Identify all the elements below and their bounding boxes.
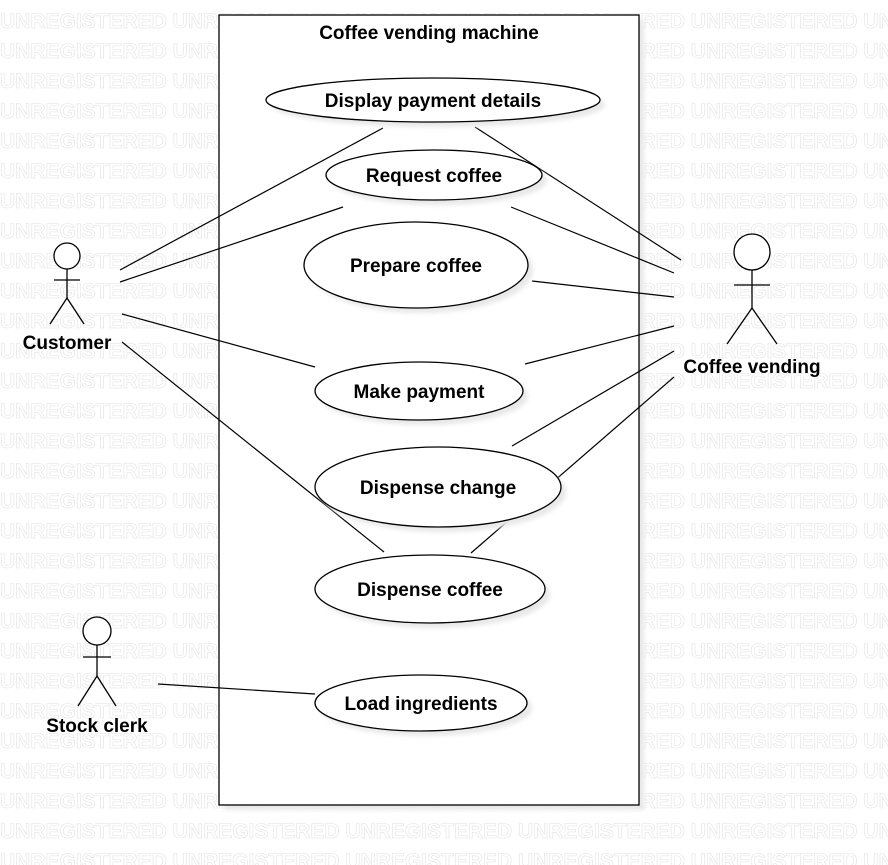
system-title: Coffee vending machine — [319, 23, 539, 44]
actor-customer[interactable] — [49, 242, 85, 325]
association-vending-prepare-coffee — [531, 280, 675, 298]
actor-customer-label: Customer — [23, 333, 112, 354]
actor-stock-clerk-right-leg — [96, 675, 117, 707]
association-customer-dispense-coffee — [121, 341, 385, 553]
association-clerk-load-ingredients — [157, 683, 316, 695]
actor-coffee-vending-head — [733, 233, 771, 271]
use-case-prepare-coffee-label: Prepare coffee — [350, 256, 482, 277]
use-case-dispense-change[interactable]: Dispense change — [314, 446, 566, 532]
actor-coffee-vending-right-leg — [751, 307, 778, 345]
associations — [119, 126, 682, 695]
use-case-dispense-coffee[interactable]: Dispense coffee — [314, 554, 550, 628]
actor-customer-right-leg — [66, 297, 85, 325]
actor-coffee-vending[interactable] — [726, 233, 778, 345]
use-case-prepare-coffee[interactable]: Prepare coffee — [303, 221, 533, 313]
actor-customer-head — [53, 242, 81, 270]
use-case-dispense-coffee-label: Dispense coffee — [357, 580, 503, 601]
association-vending-make-payment — [524, 325, 675, 365]
association-customer-request-coffee — [119, 206, 344, 283]
use-case-display-payment-label: Display payment details — [325, 91, 541, 112]
association-vending-dispense-change — [511, 350, 675, 447]
actor-stock-clerk-label: Stock clerk — [46, 716, 148, 737]
actor-stock-clerk-head — [82, 616, 112, 646]
use-case-request-coffee-label: Request coffee — [366, 166, 502, 187]
association-vending-display-payment — [474, 126, 682, 261]
actor-coffee-vending-left-leg — [726, 307, 753, 345]
actor-customer-left-leg — [49, 297, 68, 325]
use-case-request-coffee[interactable]: Request coffee — [325, 149, 547, 205]
actor-coffee-vending-label: Coffee vending — [683, 357, 820, 378]
actor-stock-clerk[interactable] — [77, 616, 117, 707]
association-vending-request-coffee — [510, 206, 675, 274]
use-case-load-ingredients-label: Load ingredients — [344, 694, 497, 715]
association-customer-display-payment — [119, 127, 384, 271]
use-case-make-payment[interactable]: Make payment — [314, 361, 528, 425]
actor-stock-clerk-left-leg — [77, 675, 98, 707]
association-customer-make-payment — [121, 313, 316, 368]
use-case-display-payment[interactable]: Display payment details — [265, 77, 605, 127]
use-case-make-payment-label: Make payment — [354, 382, 486, 403]
use-case-load-ingredients[interactable]: Load ingredients — [314, 674, 532, 736]
use-case-dispense-change-label: Dispense change — [360, 478, 516, 499]
